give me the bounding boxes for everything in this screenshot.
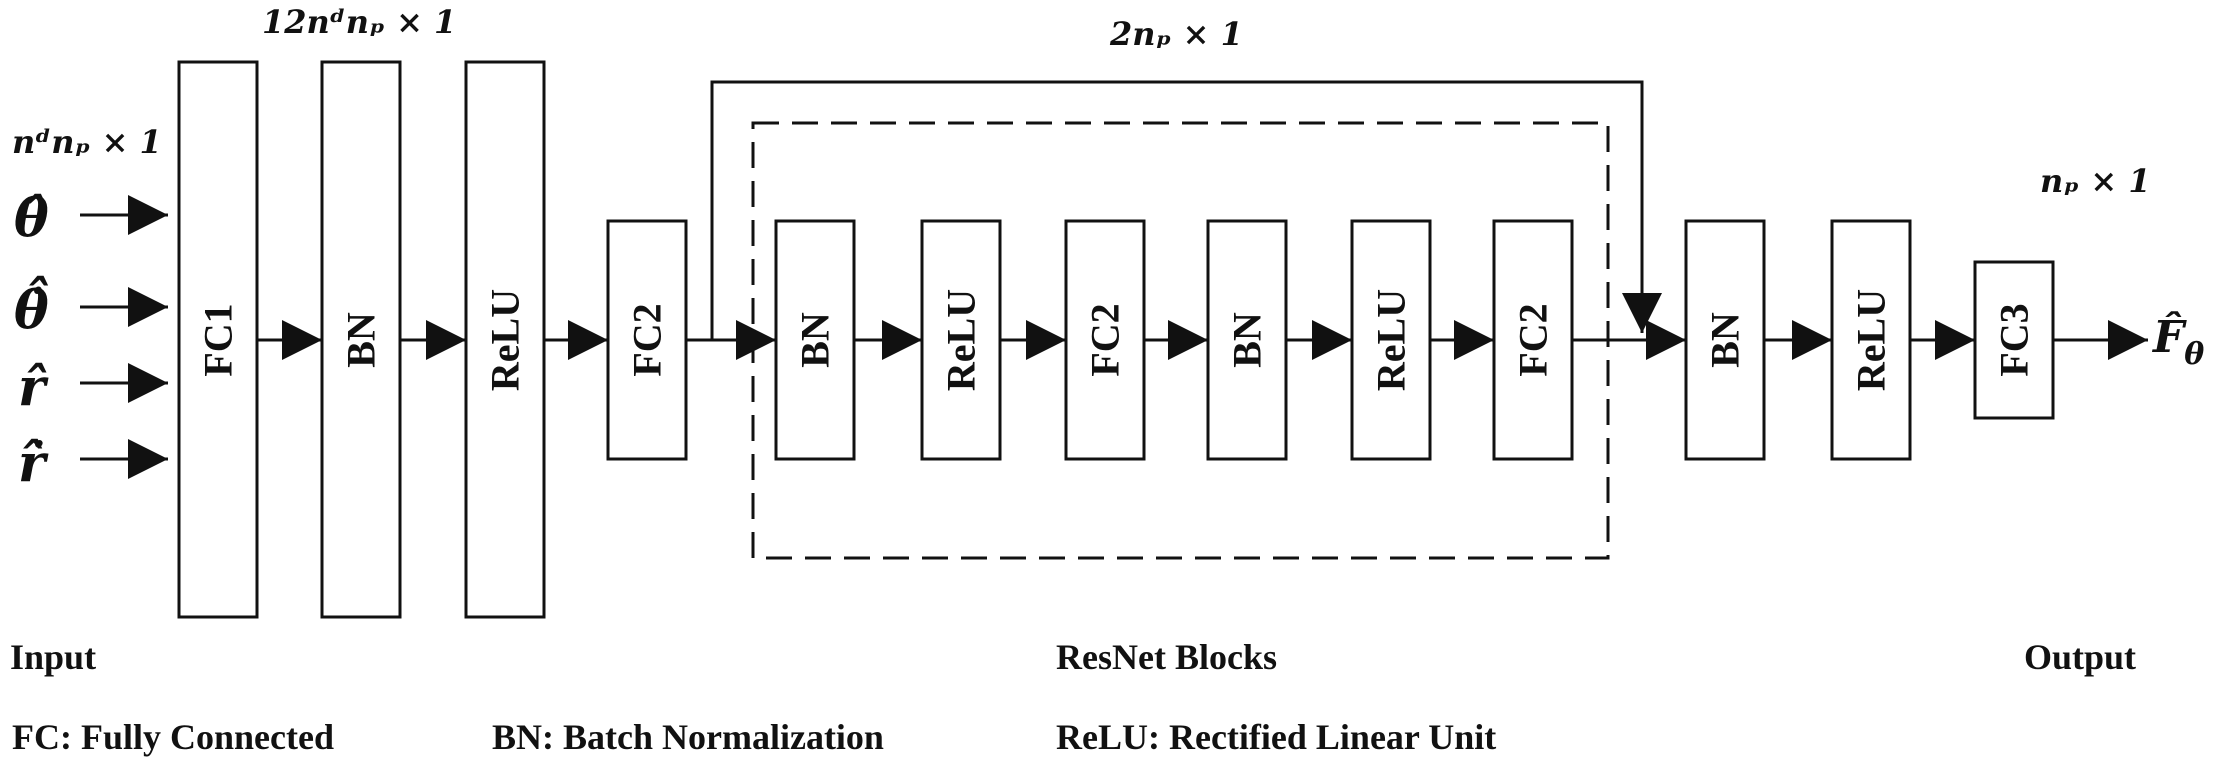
block-fc1-label: FC1 — [196, 303, 241, 376]
block-relu-4-label: ReLU — [1849, 289, 1894, 391]
block-relu-2-label: ReLU — [939, 289, 984, 391]
output-dimension-label: nₚ × 1 — [2040, 162, 2151, 200]
block-relu-3: ReLU — [1350, 219, 1432, 461]
block-relu-1-label: ReLU — [483, 289, 528, 391]
block-fc2-3-label: FC2 — [1511, 303, 1556, 376]
block-relu-4: ReLU — [1830, 219, 1912, 461]
output-symbol: F̂θ — [2151, 310, 2204, 372]
block-bn-4: BN — [1684, 219, 1766, 461]
input-theta-dot-hat: θ̇̂ — [14, 276, 49, 341]
fc1-dimension-label: 12nᵈnₚ × 1 — [262, 3, 456, 41]
section-output-label: Output — [2024, 637, 2136, 677]
block-bn-3-label: BN — [1225, 312, 1270, 368]
block-fc2-2: FC2 — [1064, 219, 1146, 461]
block-bn-2-label: BN — [793, 312, 838, 368]
output-symbol-main: F̂ — [2151, 310, 2187, 363]
legend-relu: ReLU: Rectified Linear Unit — [1056, 717, 1496, 757]
skip-connection — [710, 80, 1662, 340]
section-input-label: Input — [10, 637, 96, 677]
block-fc3-label: FC3 — [1992, 303, 2037, 376]
block-relu-2: ReLU — [920, 219, 1002, 461]
section-resnet-label: ResNet Blocks — [1056, 637, 1277, 677]
block-bn-3: BN — [1206, 219, 1288, 461]
block-bn-2: BN — [774, 219, 856, 461]
input-r-hat: r̂ — [18, 357, 49, 418]
output-symbol-subscript: θ — [2184, 337, 2204, 372]
input-theta-hat: θ̂ — [14, 188, 49, 249]
legend-fc: FC: Fully Connected — [12, 717, 334, 757]
block-fc2-2-label: FC2 — [1083, 303, 1128, 376]
block-bn-1: BN — [320, 60, 402, 619]
block-fc2-3: FC2 — [1492, 219, 1574, 461]
input-r-dot-hat: ṙ̂ — [18, 433, 49, 494]
block-relu-1: ReLU — [464, 60, 546, 619]
legend-bn: BN: Batch Normalization — [492, 717, 884, 757]
block-relu-3-label: ReLU — [1369, 289, 1414, 391]
block-fc2-1: FC2 — [606, 219, 688, 461]
block-bn-1-label: BN — [339, 312, 384, 368]
block-fc2-1-label: FC2 — [625, 303, 670, 376]
block-fc1: FC1 — [177, 60, 259, 619]
block-bn-4-label: BN — [1703, 312, 1748, 368]
skip-dimension-label: 2nₚ × 1 — [1109, 15, 1243, 53]
input-dimension-label: nᵈnₚ × 1 — [12, 123, 162, 161]
block-fc3: FC3 — [1973, 260, 2055, 420]
